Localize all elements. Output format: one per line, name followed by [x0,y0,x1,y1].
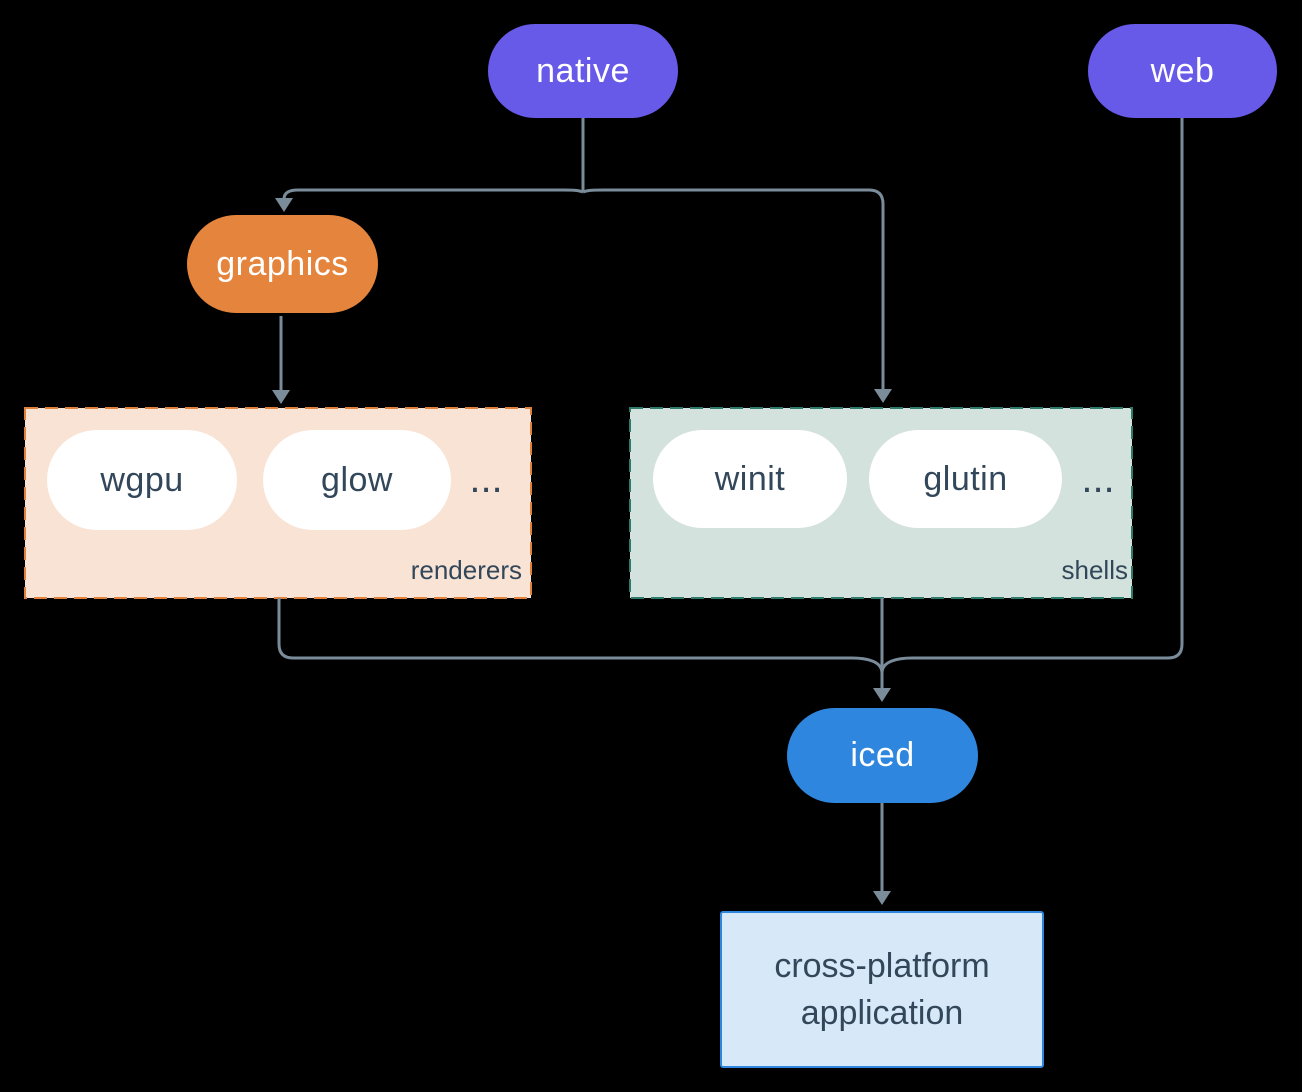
arrowhead-into-shells [874,389,892,403]
node-native: native [488,24,678,118]
arrowhead-into-renderers [272,390,290,404]
edge-renderers-junction [277,598,884,674]
node-wgpu-label: wgpu [100,460,184,499]
app-label-line2: application [800,993,964,1032]
node-iced-label: iced [850,736,915,774]
arrowhead-into-graphics [275,198,293,212]
node-glutin: glutin [869,430,1062,528]
node-glow: glow [263,430,451,530]
node-graphics-label: graphics [216,244,349,283]
node-winit-label: winit [714,459,786,498]
app-label-line1: cross-platform [774,946,990,985]
shells-group-label: shells [1061,555,1128,585]
node-web-label: web [1150,51,1215,90]
node-graphics: graphics [187,215,378,313]
shells-ellipsis: ... [1081,457,1115,501]
edge-native-shells [582,188,885,389]
edge-native-graphics [282,188,584,200]
node-glow-label: glow [321,460,393,499]
renderers-group-label: renderers [410,555,522,585]
node-native-label: native [536,51,630,90]
node-glutin-label: glutin [923,459,1008,498]
arrowhead-into-iced [873,688,891,702]
renderers-ellipsis: ... [469,457,503,501]
node-wgpu: wgpu [47,430,237,530]
node-web: web [1088,24,1277,118]
edge-web-junction [880,118,1184,674]
node-winit: winit [653,430,847,528]
node-iced: iced [787,708,978,803]
node-cross-platform-application: cross-platform application [720,911,1044,1068]
arrowhead-into-app [873,891,891,905]
